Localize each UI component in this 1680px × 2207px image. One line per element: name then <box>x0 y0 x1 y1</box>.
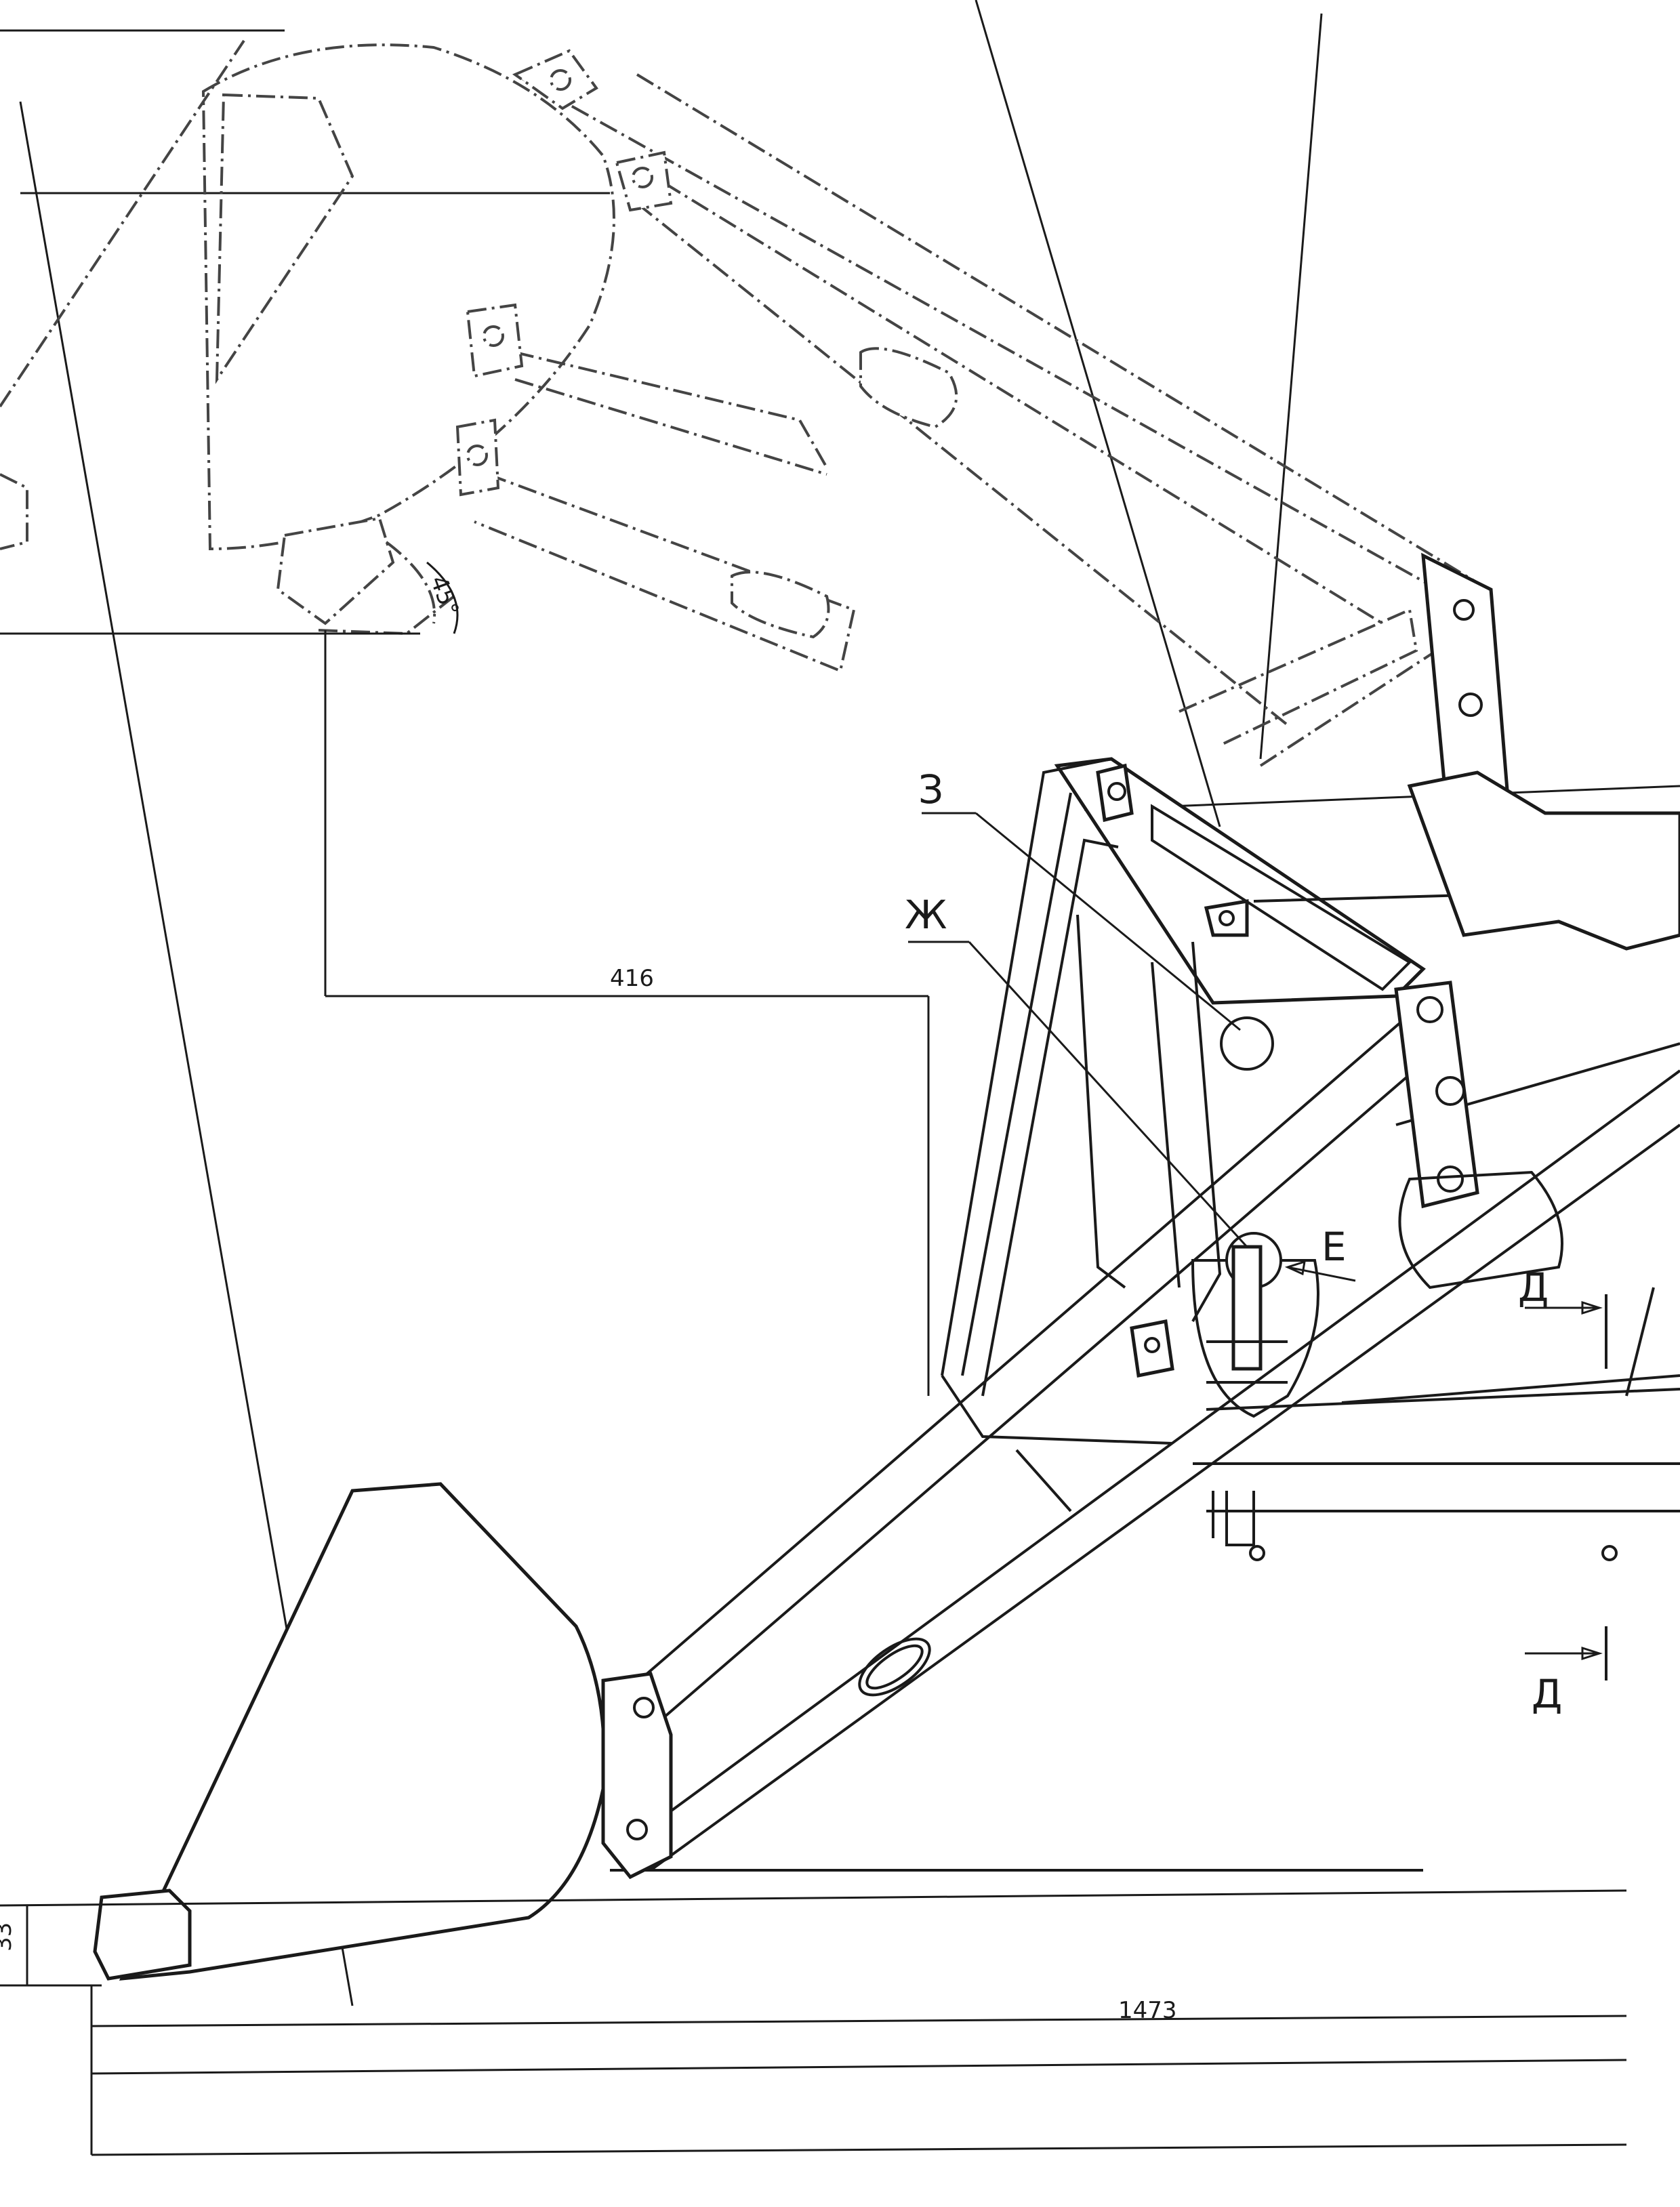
linkage-levers <box>1096 552 1680 1418</box>
bucket-lowered <box>93 1482 673 1981</box>
label-z: З <box>918 766 943 812</box>
dimension-33: 33 <box>0 1922 17 1952</box>
lift-arm <box>610 1002 1680 1872</box>
arm-raised-phantom <box>455 49 1479 767</box>
dimension-416: 416 <box>610 965 654 992</box>
dimension-angle-45: 45° <box>425 572 464 619</box>
label-d-bottom: Д <box>1532 1671 1562 1717</box>
drawing-labels: 416 1473 33 45° З Ж Е Д Д <box>0 572 1562 2024</box>
mounting-frame <box>941 757 1680 1561</box>
label-d-top: Д <box>1518 1264 1549 1311</box>
leader-lines <box>908 812 1356 1282</box>
label-zh: Ж <box>905 892 947 938</box>
dimension-lines <box>0 561 1627 2156</box>
dimension-1473: 1473 <box>1118 1997 1177 2024</box>
label-e: Е <box>1322 1224 1347 1270</box>
bucket-raised-phantom <box>0 39 615 636</box>
